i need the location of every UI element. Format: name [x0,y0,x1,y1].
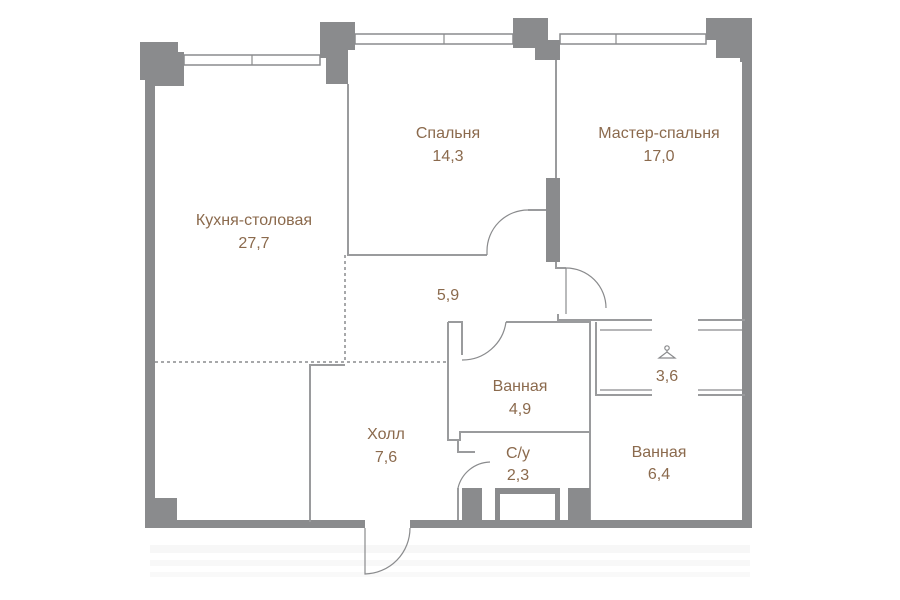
room-bathroom-2: Ванная 6,4 [632,444,687,483]
room-bathroom-1: Ванная 4,9 [493,378,548,418]
room-area: 7,6 [375,449,397,466]
room-area: 2,3 [507,467,529,484]
room-name: Кухня-столовая [196,212,312,229]
room-area: 17,0 [643,148,674,165]
room-area: 4,9 [509,401,531,418]
master-bedroom-door [565,267,607,309]
room-name: Холл [367,426,405,443]
doors [364,209,607,575]
wc-door [457,461,491,489]
outer-walls [140,18,752,528]
entrance-door [364,527,411,575]
room-area: 27,7 [238,235,269,252]
room-area: 3,6 [656,368,678,385]
room-wardrobe: 3,6 [656,368,678,385]
room-hall: Холл 7,6 [367,426,405,466]
room-wc: С/у 2,3 [506,445,530,484]
zone-lines [155,255,448,363]
room-kitchen: Кухня-столовая 27,7 [196,212,312,252]
room-area: 14,3 [432,148,463,165]
room-bedroom: Спальня 14,3 [416,125,480,165]
room-name: Мастер-спальня [598,125,719,142]
room-name: Ванная [493,378,548,395]
room-corridor: 5,9 [437,287,459,304]
windows [183,33,707,66]
room-name: С/у [506,445,530,462]
room-name: Спальня [416,125,480,142]
hanger-icon [657,345,677,359]
room-area: 5,9 [437,287,459,304]
watermark [150,545,750,577]
room-master-bedroom: Мастер-спальня 17,0 [598,125,719,165]
room-area: 6,4 [648,466,670,483]
interior-walls [155,60,745,522]
bath-door [461,321,507,361]
bedroom-door [486,209,529,255]
room-name: Ванная [632,444,687,461]
